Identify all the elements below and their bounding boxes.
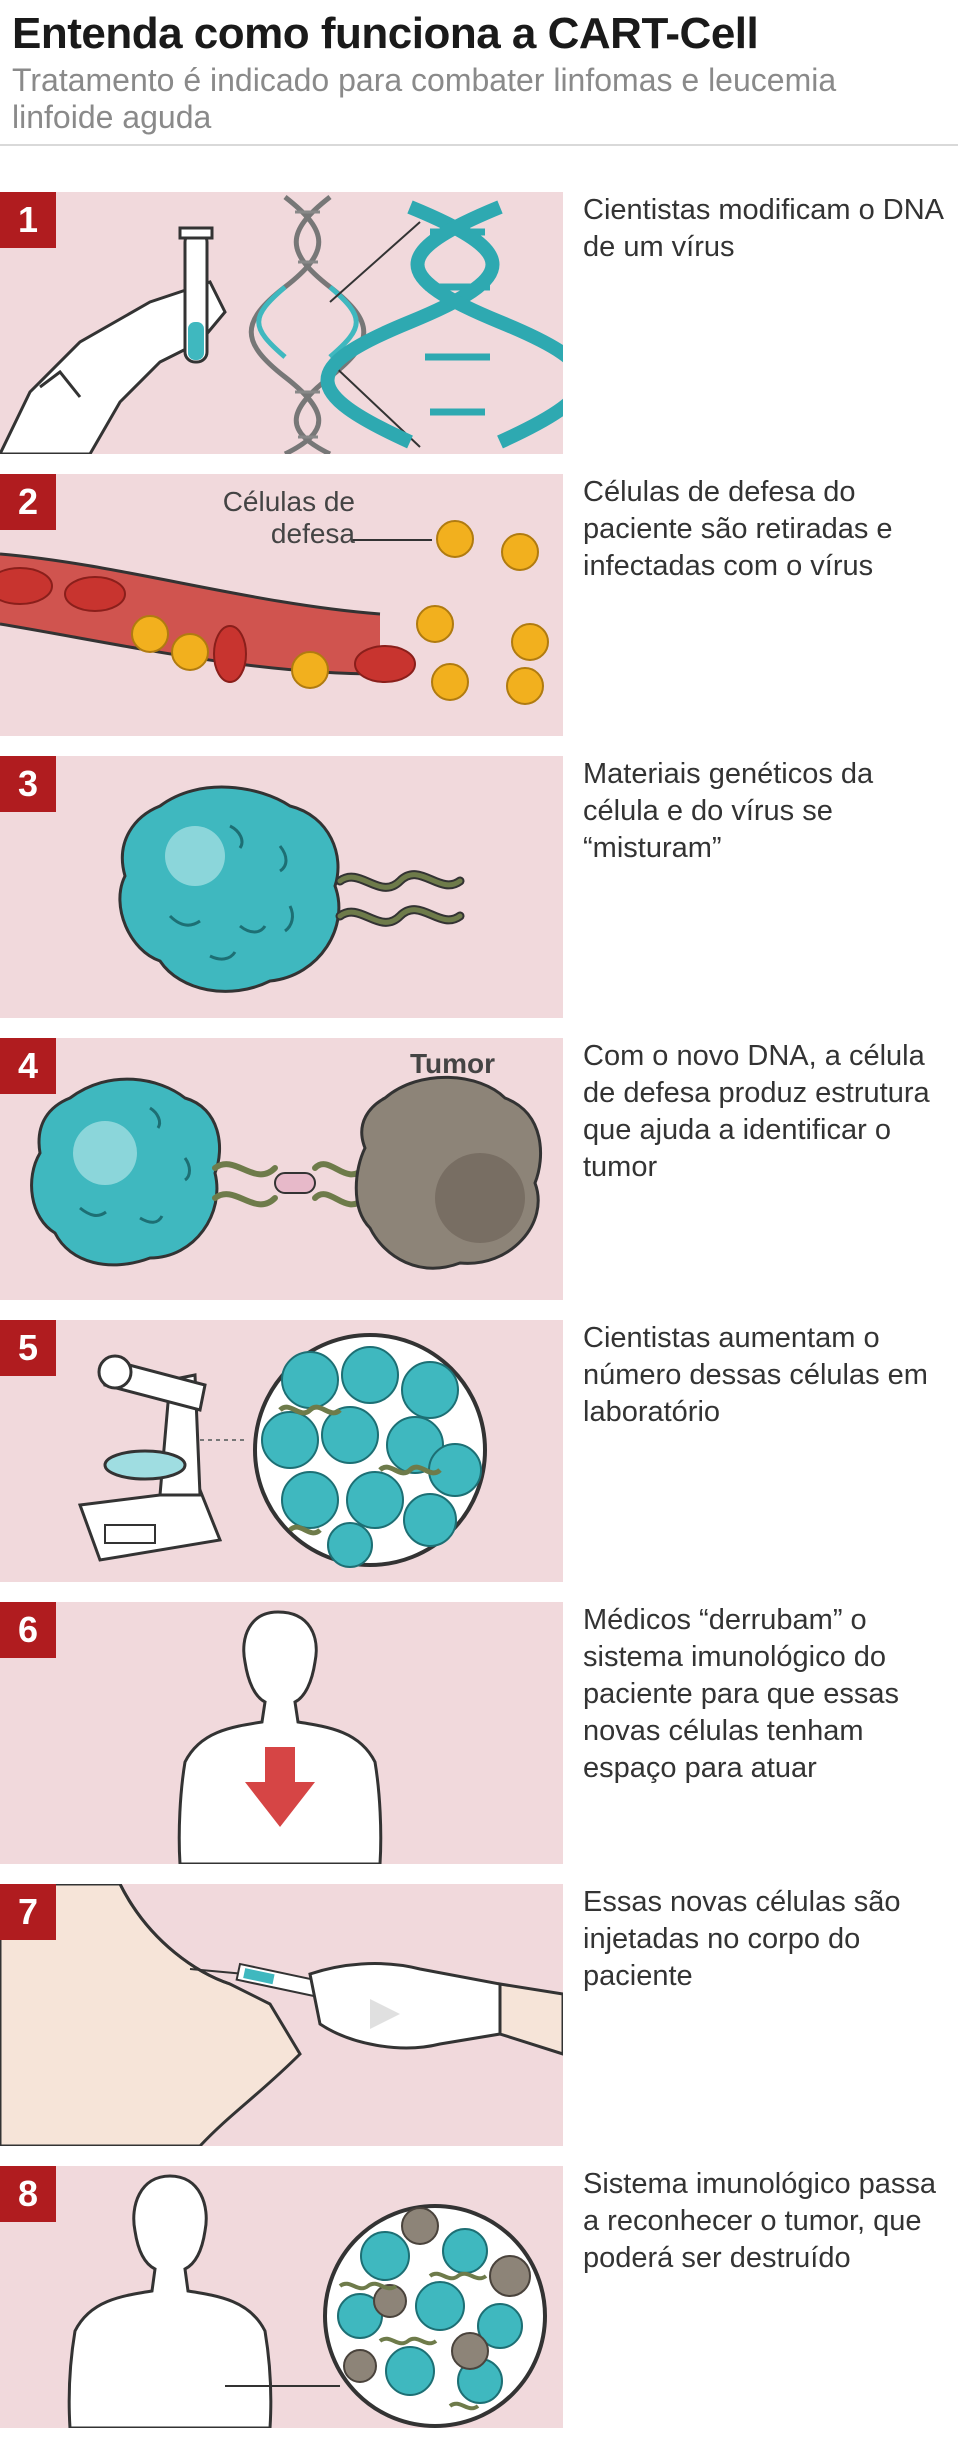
step-6-text: Médicos “derrubam” o sistema imunológico… — [583, 1604, 899, 1784]
cell-icon — [118, 785, 465, 993]
silhouette-icon — [177, 1610, 383, 1864]
syringe-icon — [0, 1884, 563, 2146]
step-6-illustration: 6 — [0, 1602, 563, 1864]
step-6: 6 Médicos “derrubam” o sistema imunológi… — [0, 1602, 958, 1864]
step-7-text: Essas novas células são injetadas no cor… — [583, 1886, 901, 1992]
step-4: Tumor 4 Com o novo DNA, a célula de defe… — [0, 1038, 958, 1300]
step-4-illustration: Tumor 4 — [0, 1038, 563, 1300]
step-2-label: Células de defesa — [222, 486, 355, 549]
step-1-illustration: 1 — [0, 192, 563, 454]
step-4-badge: 4 — [0, 1038, 56, 1094]
header-divider — [0, 144, 958, 146]
step-1-text: Cientistas modificam o DNA de um vírus — [583, 194, 943, 263]
step-6-badge: 6 — [0, 1602, 56, 1658]
step-5-illustration: 5 — [0, 1320, 563, 1582]
arrow-down-icon — [245, 1747, 315, 1827]
step-5: 5 Cientistas aumentam o número dessas cé… — [0, 1320, 958, 1582]
step-2: 2 Células de defesa Células de defesa do… — [0, 474, 958, 736]
step-2-illustration: 2 Células de defesa — [0, 474, 563, 736]
step-3: 3 Materiais genéticos da célula e do vír… — [0, 756, 958, 1018]
step-2-text: Células de defesa do paciente são retira… — [583, 476, 893, 582]
page-subtitle: Tratamento é indicado para combater linf… — [12, 62, 837, 135]
step-8-text: Sistema imunológico passa a reconhecer o… — [583, 2168, 937, 2274]
step-3-text: Materiais genéticos da célula e do vírus… — [583, 758, 874, 864]
step-8: 8 Sistema imunológico passa a reconhecer… — [0, 2166, 958, 2428]
step-8-badge: 8 — [0, 2166, 56, 2222]
dna-icon — [0, 195, 563, 454]
step-1: 1 Cientistas modificam o DNA de um vírus — [0, 192, 958, 454]
tumor-icon: Tumor — [30, 1048, 542, 1270]
step-3-badge: 3 — [0, 756, 56, 812]
step-3-illustration: 3 — [0, 756, 563, 1018]
step-4-text: Com o novo DNA, a célula de defesa produ… — [583, 1040, 930, 1183]
step-5-text: Cientistas aumentam o número dessas célu… — [583, 1322, 928, 1428]
header: Entenda como funciona a CART-Cell Tratam… — [12, 6, 942, 136]
step-7: 7 Essas novas células são injetadas no c… — [0, 1884, 958, 2146]
step-1-badge: 1 — [0, 192, 56, 248]
tumor-label: Tumor — [410, 1048, 495, 1079]
immune-silhouette — [67, 2174, 547, 2428]
blood-vessel-icon — [0, 520, 549, 705]
step-8-illustration: 8 — [0, 2166, 563, 2428]
step-7-illustration: 7 — [0, 1884, 563, 2146]
step-7-badge: 7 — [0, 1884, 56, 1940]
step-5-badge: 5 — [0, 1320, 56, 1376]
microscope-icon — [77, 1333, 487, 1568]
page-title: Entenda como funciona a CART-Cell — [12, 9, 759, 58]
step-2-badge: 2 — [0, 474, 56, 530]
